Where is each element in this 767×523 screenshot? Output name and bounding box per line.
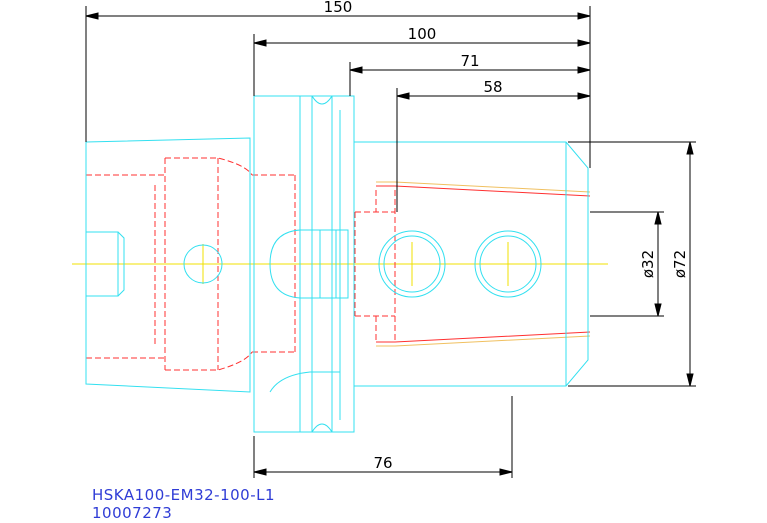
dim-58-label: 58 (483, 78, 502, 96)
dim-72-label: ø72 (671, 250, 689, 278)
hidden-lines (86, 157, 396, 371)
dimension-lines (85, 6, 696, 478)
part-name: HSKA100-EM32-100-L1 (92, 486, 276, 504)
dim-71-label: 71 (460, 52, 479, 70)
dim-76-label: 76 (373, 454, 392, 472)
dim-100-label: 100 (408, 25, 437, 43)
dim-32-label: ø32 (639, 250, 657, 278)
collet-taper (376, 181, 591, 347)
dim-150-label: 150 (324, 0, 353, 16)
tool-holder-outline (85, 95, 589, 433)
part-number: 10007273 (92, 504, 173, 522)
